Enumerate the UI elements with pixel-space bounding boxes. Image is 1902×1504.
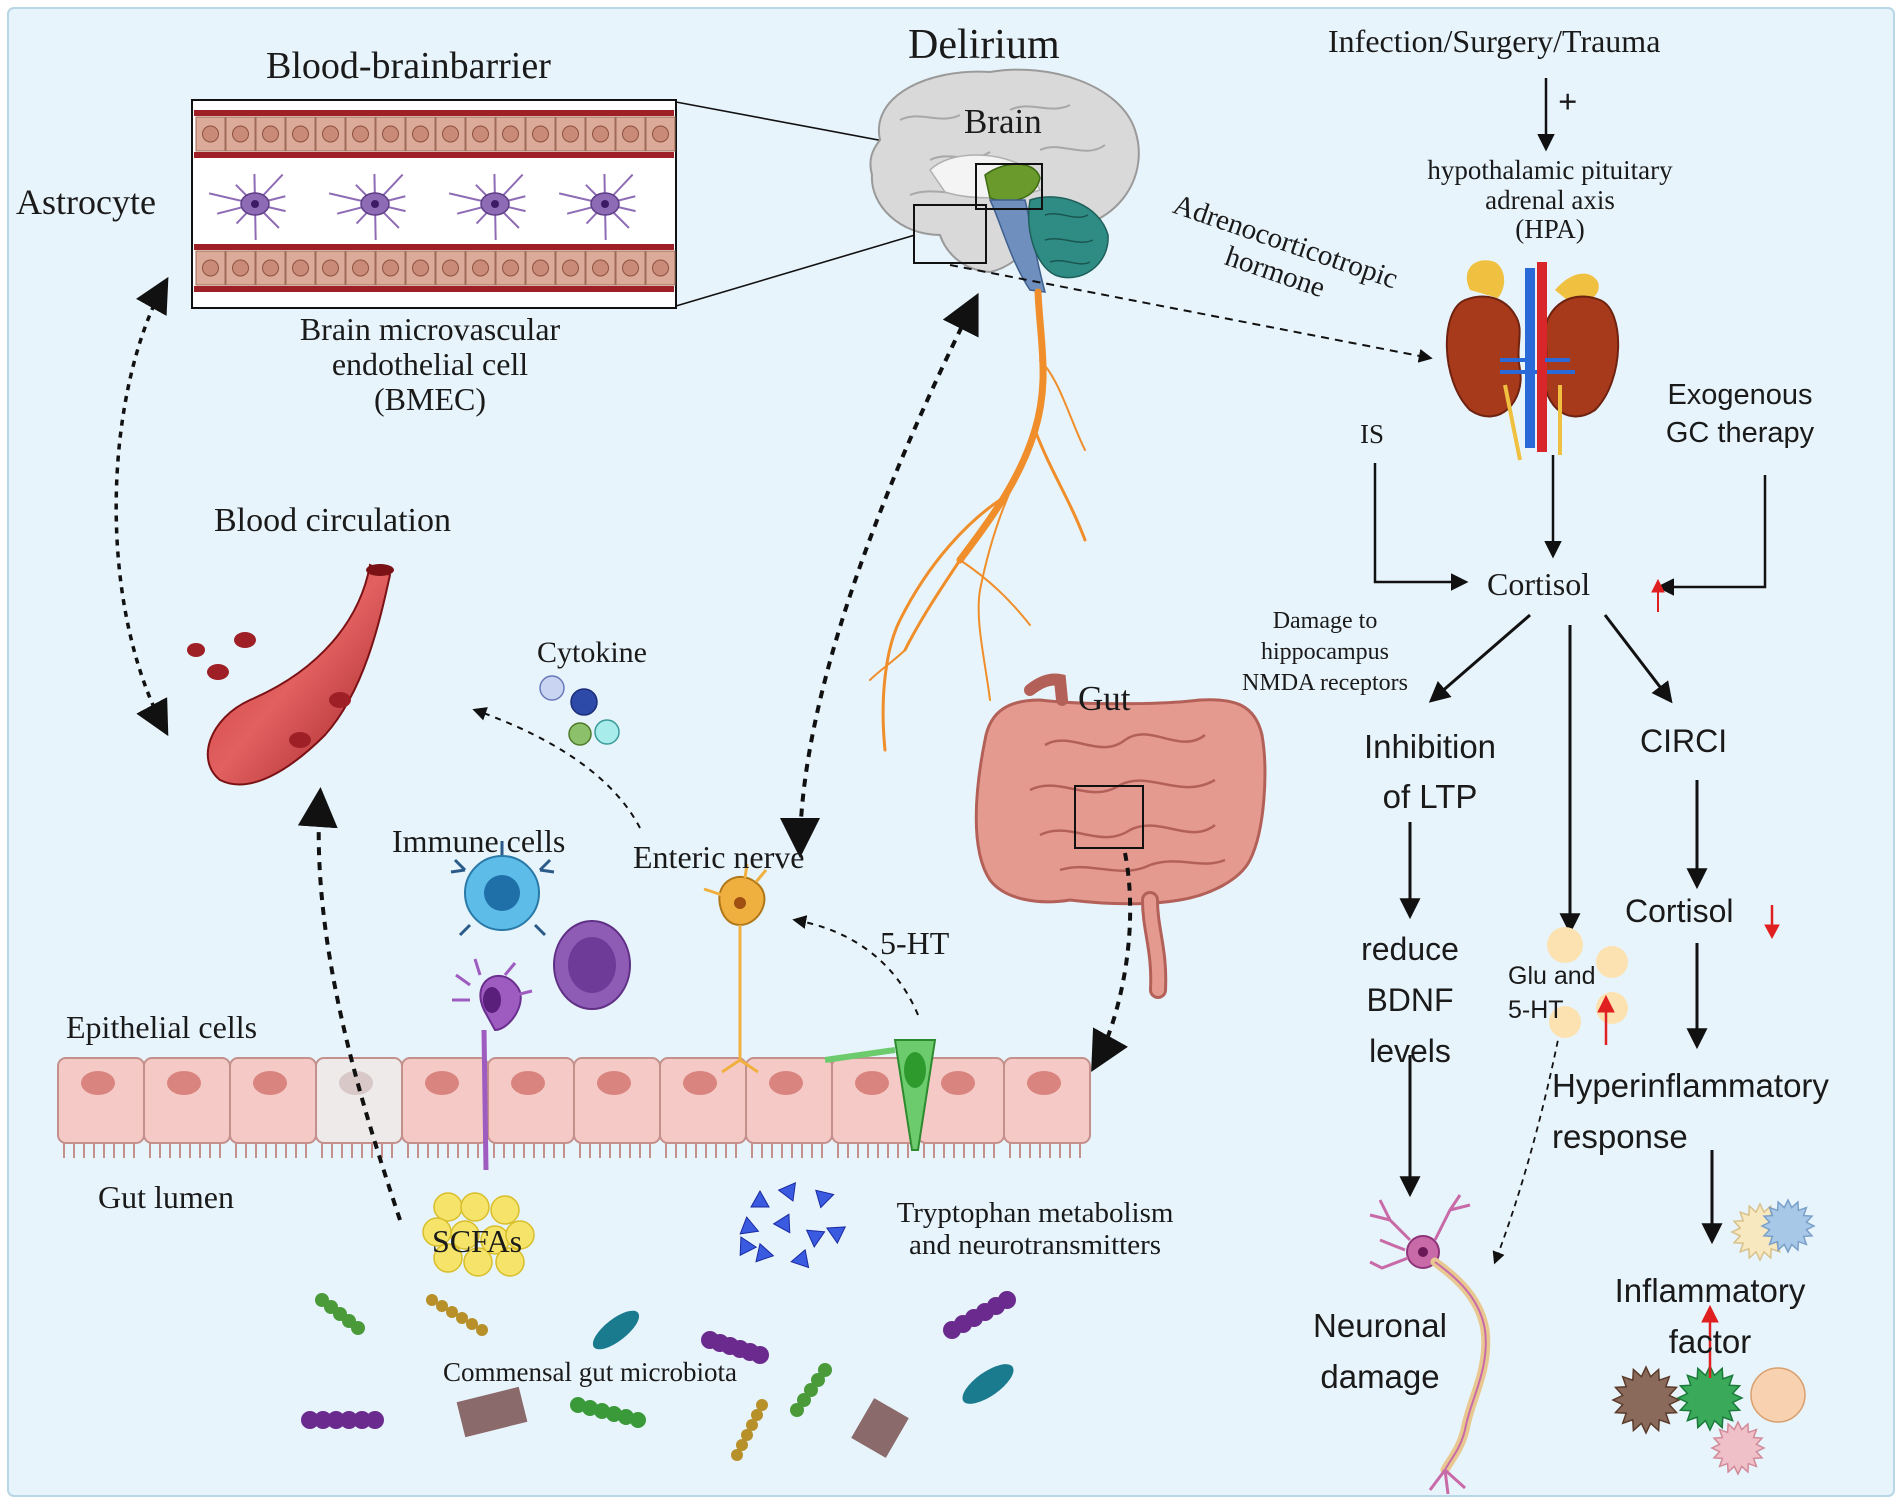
hpa-label-line3: (HPA)	[1515, 214, 1585, 245]
brain-label: Brain	[964, 102, 1042, 141]
blood-circulation-label: Blood circulation	[214, 502, 452, 539]
hyperinflammatory-label: Hyperinflammatory response	[1552, 1060, 1829, 1162]
red-indicator-arrows	[1597, 578, 1780, 1378]
arrow-is-cortisol	[1373, 463, 1469, 591]
kidney-illustration	[1445, 260, 1620, 461]
tryptophan-label: Tryptophan metabolism and neurotransmitt…	[860, 1197, 1210, 1262]
cortisol-low-label: Cortisol	[1625, 893, 1734, 929]
arrow-cortisol-circi	[1603, 614, 1673, 704]
hpa-label-line2: adrenal axis	[1485, 184, 1615, 215]
reduce-line2: BDNF	[1366, 982, 1454, 1019]
arrow-gut-epithelium	[1091, 852, 1133, 1072]
epithelial-cells-label: Epithelial cells	[66, 1009, 258, 1045]
enteroendocrine-cell-illustration	[824, 1039, 937, 1151]
plus-sign: +	[1558, 84, 1578, 121]
brain-illustration	[869, 68, 1140, 293]
exogenous-line1: Exogenous	[1667, 379, 1813, 411]
endothelial-row-top	[195, 116, 676, 152]
arrow-cortisol-ltp	[1428, 613, 1531, 703]
immune-cells-illustration	[450, 841, 631, 1171]
enteric-nerve-label: Enteric nerve	[633, 839, 805, 875]
glu-5ht-label: Glu and 5-HT	[1508, 960, 1596, 1028]
bmec-label-line3: (BMEC)	[374, 381, 486, 418]
tryptophan-triangles	[739, 1181, 847, 1269]
exogenous-line2: GC therapy	[1665, 416, 1815, 449]
inhibition-line1: Inhibition	[1363, 728, 1497, 765]
neuronal-line2: damage	[1320, 1358, 1440, 1396]
neuron-illustration	[1369, 1194, 1491, 1495]
arrow-scfa-blood	[297, 787, 402, 1221]
damage-line3: NMDA receptors	[1242, 670, 1408, 697]
cytokine-label: Cytokine	[537, 636, 647, 669]
arrow-glu-neuron	[1492, 1029, 1561, 1265]
neuronal-damage-label: Neuronal damage	[1290, 1300, 1470, 1402]
intestine-illustration	[974, 673, 1267, 999]
damage-hippocampus-label: Damage to hippocampus NMDA receptors	[1220, 606, 1430, 700]
inflam-line2: factor	[1668, 1323, 1752, 1361]
damage-line2: hippocampus	[1261, 639, 1389, 666]
tryptophan-line1: Tryptophan metabolism	[896, 1197, 1174, 1229]
infection-label: Infection/Surgery/Trauma	[1328, 23, 1661, 59]
reduce-line1: reduce	[1361, 931, 1459, 967]
bmec-label: Brain microvascular endothelial cell (BM…	[240, 311, 620, 418]
enteric-neuron-illustration	[703, 863, 768, 1074]
inflammatory-factor-label: Inflammatory factor	[1590, 1265, 1830, 1367]
five-ht-label: 5-HT	[880, 925, 950, 961]
bbb-inset	[191, 99, 677, 309]
gut-label: Gut	[1078, 679, 1131, 718]
gut-lumen-label: Gut lumen	[98, 1179, 234, 1215]
arrow-gc-cortisol	[1656, 475, 1767, 596]
hyper-line2: response	[1552, 1118, 1688, 1156]
inflam-line1: Inflammatory	[1614, 1272, 1806, 1309]
microbiota-label: Commensal gut microbiota	[443, 1357, 737, 1387]
tryptophan-line2: and neurotransmitters	[908, 1228, 1162, 1261]
reduce-bdnf-label: reduce BDNF levels	[1340, 924, 1480, 1078]
scfa-illustration	[422, 1192, 535, 1277]
inflammatory-cells-illustration	[1611, 1198, 1816, 1476]
arrow-brain-kidney	[949, 264, 1433, 363]
glu-line2: 5-HT	[1508, 995, 1564, 1024]
epithelial-cell-layer	[57, 1057, 1091, 1158]
inhibition-ltp-label: Inhibition of LTP	[1345, 722, 1515, 821]
delirium-title: Delirium	[908, 22, 1060, 68]
immune-cells-label: Immune cells	[392, 823, 566, 859]
neuronal-line1: Neuronal	[1313, 1307, 1447, 1344]
cortisol-label: Cortisol	[1487, 566, 1591, 602]
inhibition-line2: of LTP	[1382, 777, 1478, 815]
exogenous-gc-label: Exogenous GC therapy	[1650, 377, 1830, 452]
arrow-enteric-cytokine	[472, 707, 641, 829]
hpa-label-line1: hypothalamic pituitary	[1427, 155, 1673, 185]
glu-vesicles	[1547, 927, 1628, 1038]
microbiota-illustration	[301, 1291, 1016, 1461]
hyper-line1: Hyperinflammatory	[1552, 1067, 1829, 1104]
bmec-label-line2: endothelial cell	[331, 346, 529, 383]
blood-vessel-illustration	[187, 563, 394, 786]
circi-label: CIRCI	[1640, 723, 1728, 759]
endothelial-row-bottom	[195, 250, 676, 286]
glu-line1: Glu and	[1508, 962, 1596, 990]
cytokine-illustration	[539, 675, 620, 746]
hpa-label: hypothalamic pituitary adrenal axis (HPA…	[1380, 155, 1720, 245]
reduce-line3: levels	[1369, 1033, 1451, 1070]
arrow-brain-enteric	[780, 292, 979, 858]
scfas-label: SCFAs	[432, 1223, 523, 1259]
astrocyte-row	[208, 173, 636, 241]
bbb-title: Blood-brainbarrier	[266, 45, 551, 87]
arrow-astrocyte-blood	[114, 276, 169, 737]
astrocyte-label: Astrocyte	[16, 182, 156, 222]
bmec-label-line1: Brain microvascular	[299, 311, 561, 347]
damage-line1: Damage to	[1272, 608, 1378, 634]
is-label: IS	[1360, 419, 1385, 449]
